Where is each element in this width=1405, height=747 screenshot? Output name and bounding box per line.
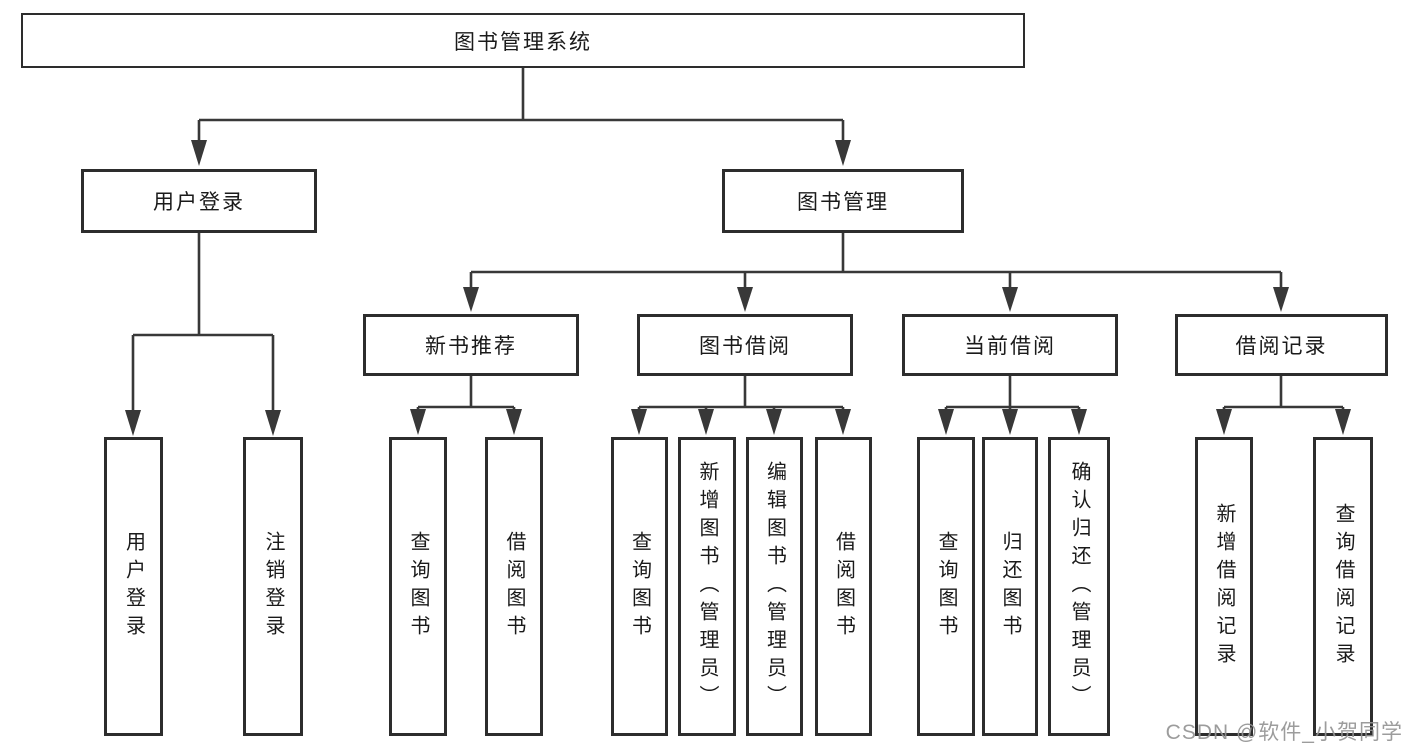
node-label: 归还图书 [999,530,1021,643]
leaf-borrow-books-borrowing: 借阅图书 [815,437,872,736]
node-label: 用户登录 [153,191,245,214]
node-label: 图书借阅 [699,335,791,358]
node-label: 借阅记录 [1235,335,1328,358]
leaf-query-books-current: 查询图书 [917,437,975,736]
node-label: 图书管理系统 [454,30,592,54]
node-label: 当前借阅 [964,335,1056,358]
leaf-confirm-return-admin: 确认归还（管理员） [1048,437,1110,736]
leaf-add-book-admin: 新增图书（管理员） [678,437,736,736]
leaf-return-book: 归还图书 [982,437,1038,736]
node-label: 借阅图书 [503,530,525,643]
leaf-add-borrow-record: 新增借阅记录 [1195,437,1253,736]
leaf-query-books-recommend: 查询图书 [389,437,447,736]
node-label: 新书推荐 [425,335,517,358]
node-current-borrowing: 当前借阅 [902,314,1118,376]
node-book-management: 图书管理 [722,169,964,233]
csdn-watermark: CSDN @软件_小贺同学 [1165,721,1403,744]
node-new-book-recommendation: 新书推荐 [363,314,579,376]
node-label: 新增图书（管理员） [696,460,718,713]
node-label: 编辑图书（管理员） [763,460,786,713]
leaf-edit-book-admin: 编辑图书（管理员） [746,437,803,736]
leaf-borrow-books-recommend: 借阅图书 [485,437,543,736]
node-label: 确认归还（管理员） [1068,460,1090,713]
leaf-user-login: 用户登录 [104,437,163,736]
node-label: 注销登录 [262,530,284,643]
node-borrowing-records: 借阅记录 [1175,314,1388,376]
node-user-login: 用户登录 [81,169,317,233]
node-label: 查询图书 [628,530,651,643]
node-label: 图书管理 [797,191,889,214]
node-label: 查询图书 [935,530,957,643]
node-label: 查询借阅记录 [1332,502,1354,671]
node-label: 借阅图书 [832,530,855,643]
node-label: 用户登录 [122,530,145,643]
node-label: 新增借阅记录 [1213,502,1235,671]
node-library-management-system: 图书管理系统 [21,13,1025,68]
leaf-query-books-borrowing: 查询图书 [611,437,668,736]
node-book-borrowing: 图书借阅 [637,314,853,376]
node-label: 查询图书 [407,530,429,643]
leaf-logout: 注销登录 [243,437,303,736]
leaf-query-borrow-record: 查询借阅记录 [1313,437,1373,736]
